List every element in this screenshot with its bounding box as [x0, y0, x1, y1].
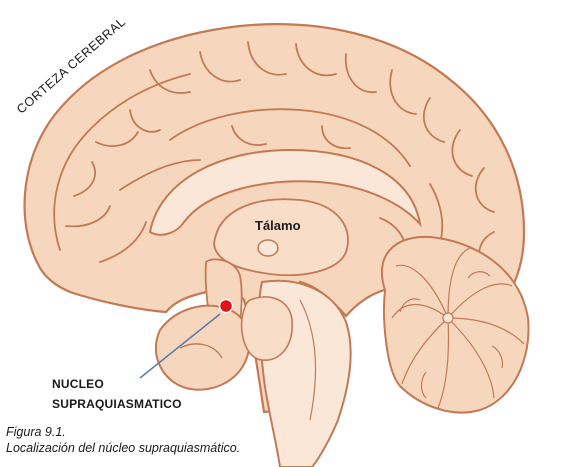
figure-caption: Figura 9.1. Localización del núcleo supr… [6, 424, 240, 456]
nucleus-label-line1: NUCLEO [52, 374, 182, 394]
suprachiasmatic-nucleus-marker [220, 300, 233, 313]
pons [242, 297, 293, 360]
interthalamic-adhesion [258, 240, 278, 256]
caption-text: Localización del núcleo supraquiasmático… [6, 440, 240, 456]
thalamus-label: Tálamo [255, 218, 301, 233]
nucleus-label-line2: SUPRAQUIASMATICO [52, 394, 182, 414]
nucleus-label: NUCLEO SUPRAQUIASMATICO [52, 374, 182, 414]
figure-number: Figura 9.1. [6, 424, 240, 440]
thalamus-region [214, 199, 348, 275]
